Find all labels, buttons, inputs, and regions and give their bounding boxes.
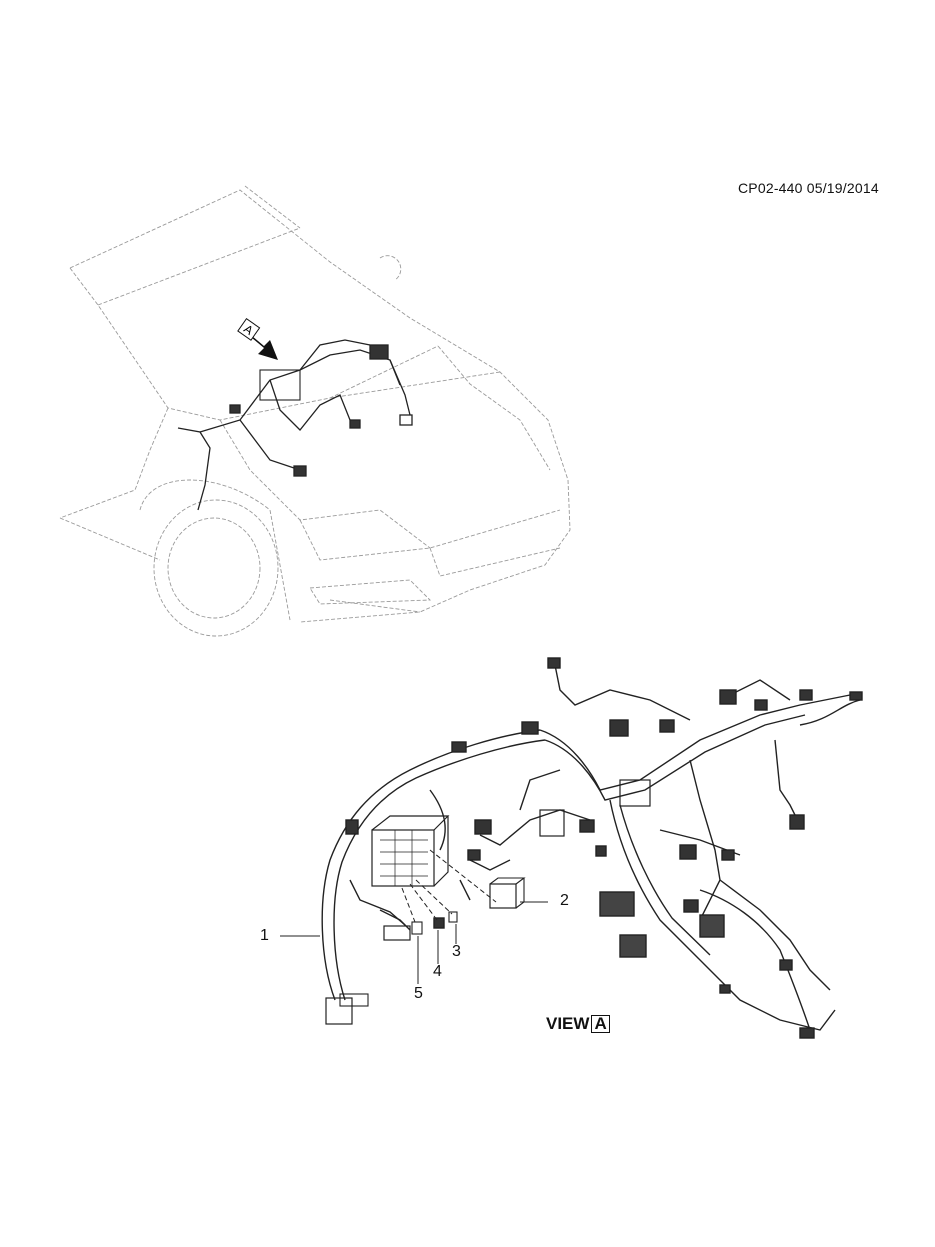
harness-detail-view (321, 657, 863, 1039)
callout-3: 3 (452, 943, 461, 960)
vehicle-harness (177, 339, 413, 511)
callout-1: 1 (260, 927, 269, 944)
document-code: CP02-440 05/19/2014 (738, 180, 879, 196)
leader-lines (280, 901, 548, 984)
callout-5: 5 (414, 985, 423, 1002)
view-word: VIEW (546, 1014, 590, 1033)
view-letter-box: A (591, 1015, 610, 1033)
callout-4: 4 (433, 963, 442, 980)
view-a-arrow-icon: A (237, 317, 278, 360)
vehicle-outline (59, 185, 571, 637)
callout-2: 2 (560, 892, 569, 909)
install-lines (401, 849, 497, 923)
